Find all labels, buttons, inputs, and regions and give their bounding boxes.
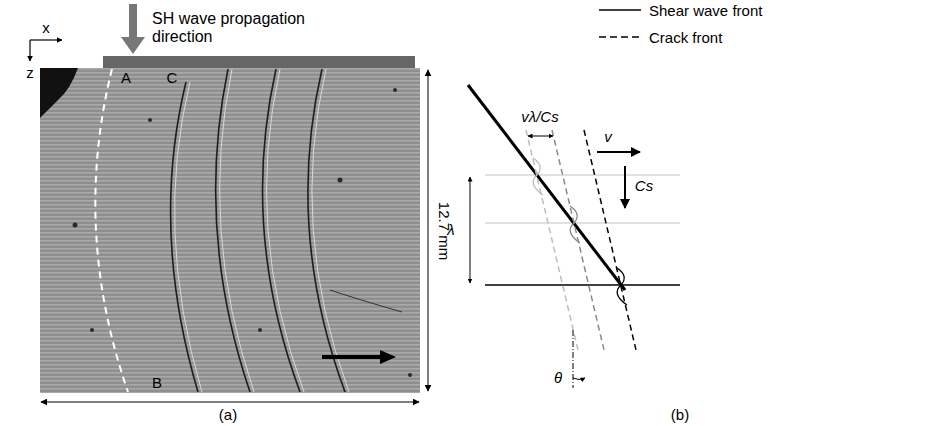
- schematic: [468, 85, 680, 388]
- propagation-arrow: [322, 350, 396, 364]
- offset-label: vλ/Cs: [521, 108, 558, 125]
- photo: [40, 68, 420, 393]
- point-label: A: [121, 69, 131, 86]
- panel-label: (a): [219, 406, 237, 423]
- legend-text: Crack front: [649, 29, 722, 46]
- axis-label: x: [42, 19, 50, 36]
- dimension-lines: [41, 70, 428, 402]
- legend-entry: Crack front: [598, 28, 722, 46]
- velocity-label: Cs: [635, 177, 653, 194]
- velocity-label: v: [604, 128, 612, 145]
- point-label: C: [167, 69, 178, 86]
- point-label: B: [152, 374, 162, 391]
- axis-label: z: [26, 64, 34, 81]
- axes: [30, 40, 62, 61]
- legend-line-sample: [598, 28, 642, 46]
- legend-line-sample: [598, 1, 642, 19]
- legend-text: Shear wave front: [649, 2, 762, 19]
- angle-label: θ: [554, 369, 562, 386]
- wave-arrow: [121, 4, 145, 54]
- transducer-plate: [103, 56, 415, 68]
- wave-direction-label: SH wave propagation direction: [152, 10, 327, 47]
- panel-label: (b): [671, 406, 689, 423]
- legend-entry: Shear wave front: [598, 1, 762, 19]
- wavelength-label: λ: [447, 221, 454, 238]
